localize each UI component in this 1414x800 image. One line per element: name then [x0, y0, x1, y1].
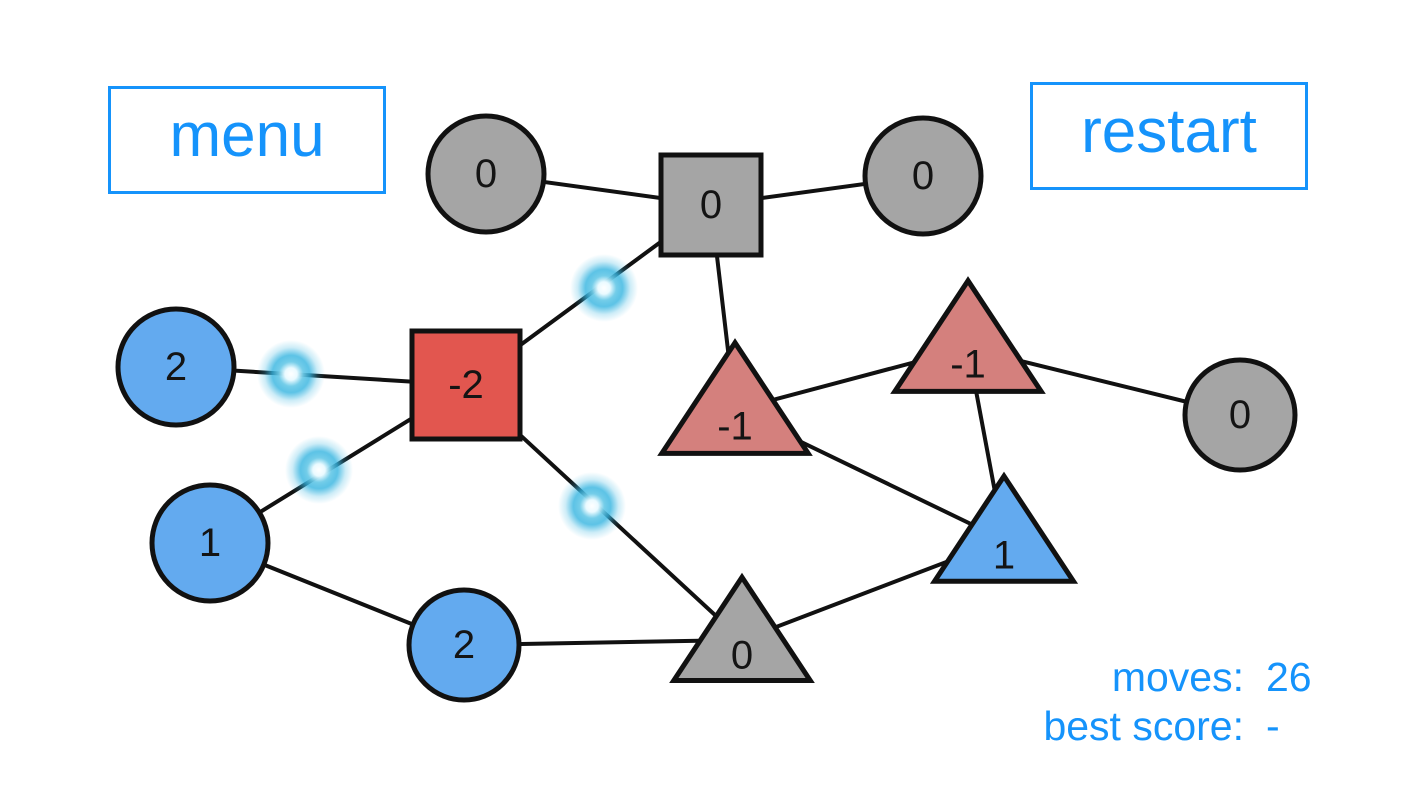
graph-node-n11[interactable]: 2 — [406, 587, 522, 703]
edge-glow-layer — [257, 254, 638, 540]
node-value-label: 0 — [912, 154, 934, 198]
graph-node-n8[interactable]: 0 — [1182, 357, 1298, 473]
edge-glow-marker[interactable] — [285, 436, 353, 504]
graph-node-n12[interactable]: 0 — [669, 572, 815, 683]
edge-glow-marker[interactable] — [257, 340, 325, 408]
edge-glow-marker[interactable] — [558, 472, 626, 540]
graph-node-n6[interactable]: -1 — [657, 338, 813, 456]
best-score-label: best score: — [1043, 702, 1244, 749]
node-value-label: 1 — [993, 534, 1015, 578]
score-panel: moves: 26 best score: - — [1043, 653, 1342, 750]
node-value-label: 2 — [165, 345, 187, 389]
graph-node-n2[interactable]: 0 — [658, 152, 764, 258]
graph-node-n1[interactable]: 0 — [425, 113, 547, 235]
graph-node-n3[interactable]: 0 — [862, 115, 984, 237]
node-layer: 0 0 0 2 -2 -1 -1 0 1 1 2 0 — [115, 113, 1298, 703]
menu-button-label: menu — [169, 101, 325, 170]
restart-button-label: restart — [1081, 97, 1257, 166]
restart-button[interactable]: restart — [1030, 82, 1308, 190]
node-value-label: 0 — [700, 183, 722, 227]
best-score-value: - — [1266, 702, 1280, 749]
graph-node-n9[interactable]: 1 — [149, 482, 271, 604]
node-value-label: -1 — [717, 405, 753, 449]
node-value-label: -2 — [448, 363, 484, 407]
node-value-label: 0 — [475, 152, 497, 196]
node-value-label: -1 — [950, 343, 986, 387]
moves-row: moves: 26 — [1043, 653, 1342, 701]
graph-node-n5[interactable]: -2 — [409, 328, 523, 442]
menu-button[interactable]: menu — [108, 86, 386, 194]
node-value-label: 0 — [1229, 393, 1251, 437]
best-score-row: best score: - — [1043, 702, 1342, 750]
moves-label: moves: — [1111, 654, 1244, 701]
moves-value: 26 — [1266, 654, 1312, 701]
graph-node-n10[interactable]: 1 — [929, 471, 1079, 584]
node-value-label: 0 — [731, 633, 753, 677]
node-value-label: 1 — [199, 521, 221, 565]
node-value-label: 2 — [453, 623, 475, 667]
graph-node-n7[interactable]: -1 — [890, 276, 1046, 394]
graph-node-n4[interactable]: 2 — [115, 306, 237, 428]
edge-glow-marker[interactable] — [570, 254, 638, 322]
